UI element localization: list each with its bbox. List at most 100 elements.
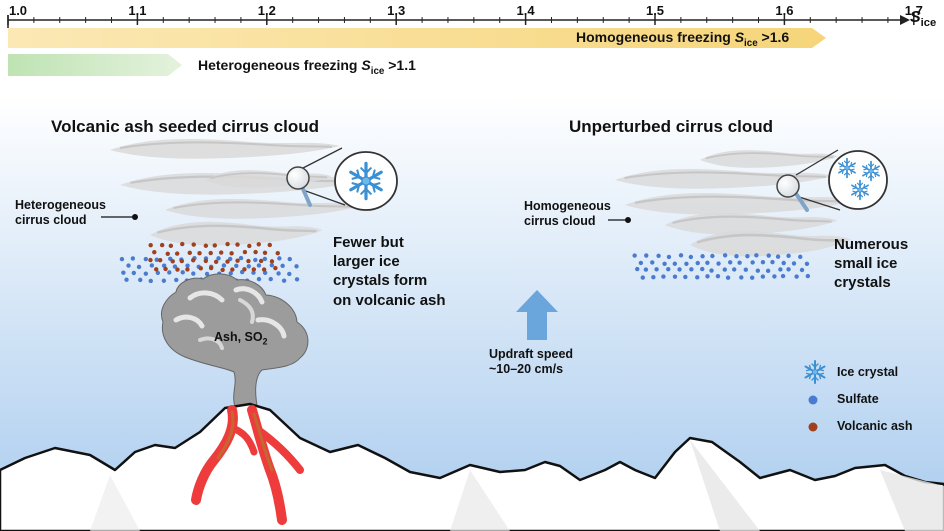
- lava-flow: [191, 405, 304, 525]
- right-sulfate-particles: [632, 253, 811, 280]
- sulfate-particle: [778, 267, 783, 272]
- sulfate-particle: [256, 263, 262, 268]
- sulfate-particle: [644, 253, 649, 258]
- sulfate-particle: [791, 261, 797, 266]
- ash-particle: [242, 249, 248, 255]
- left-panel-title: Volcanic ash seeded cirrus cloud: [51, 117, 320, 136]
- sulfate-particle: [280, 263, 285, 269]
- sulfate-particle: [688, 254, 694, 260]
- sulfate-particle: [638, 260, 644, 266]
- sulfate-particle: [770, 259, 775, 265]
- ash-particle: [212, 243, 218, 248]
- sulfate-particle: [749, 275, 755, 280]
- ash-particle: [203, 258, 209, 264]
- ash-particle: [208, 265, 214, 271]
- sulfate-particle: [281, 278, 287, 283]
- ash-particle: [256, 242, 261, 247]
- axis-tick-label: 1.1: [128, 3, 147, 18]
- sulfate-particle: [722, 253, 728, 258]
- sulfate-particle: [119, 256, 125, 262]
- sulfate-particle: [695, 260, 700, 266]
- sulfate-particle: [710, 253, 715, 259]
- mountain-range: [0, 402, 944, 531]
- sulfate-particle: [294, 277, 300, 282]
- sulfate-particle: [124, 277, 129, 282]
- ash-particle: [235, 258, 240, 263]
- left-ash-particles: [148, 241, 280, 273]
- ash-particle: [258, 258, 264, 264]
- sulfate-particle: [251, 270, 256, 275]
- supersaturation-axis: [7, 15, 915, 28]
- sulfate-particle: [745, 254, 750, 259]
- ash-particle: [153, 267, 159, 272]
- sulfate-particle: [666, 254, 672, 260]
- sulfate-particle: [804, 261, 810, 266]
- ash-particle: [180, 241, 185, 247]
- sulfate-particle: [672, 274, 678, 279]
- ash-particle: [251, 267, 257, 272]
- ash-particle: [213, 259, 219, 265]
- ash-particle: [191, 258, 196, 263]
- ash-particle: [247, 243, 252, 249]
- sulfate-particle: [234, 263, 239, 269]
- ash-particle: [203, 243, 209, 248]
- legend-volcanic-ash: Volcanic ash: [837, 419, 913, 433]
- ash-particle: [253, 249, 258, 255]
- ash-particle: [158, 257, 163, 263]
- sulfate-particle: [262, 256, 268, 262]
- sulfate-particle: [138, 277, 143, 283]
- ash-particle: [168, 243, 174, 248]
- homogeneous-freezing-bar: [8, 28, 826, 48]
- sulfate-particle: [732, 267, 737, 272]
- sulfate-particle: [654, 267, 659, 272]
- sulfate-particle: [640, 275, 645, 280]
- sulfate-particle: [786, 253, 791, 259]
- sulfate-particle: [739, 275, 744, 280]
- sulfate-particle: [775, 254, 781, 259]
- sulfate-particle: [725, 275, 731, 280]
- left-magnifier: [286, 147, 398, 211]
- sulfate-particle: [149, 263, 155, 268]
- ash-particle: [191, 242, 196, 247]
- sulfate-particle: [805, 273, 811, 279]
- sulfate-particle: [760, 274, 766, 279]
- sulfate-particle: [643, 267, 649, 272]
- sulfate-particle: [780, 273, 786, 279]
- sulfate-particle: [772, 274, 777, 279]
- sulfate-particle: [238, 255, 244, 261]
- sulfate-particle: [174, 277, 179, 283]
- sulfate-particle: [148, 278, 153, 284]
- axis-tick-label: 1.6: [775, 3, 794, 18]
- ash-particle: [235, 242, 240, 247]
- axis-tick-label: 1.0: [8, 3, 28, 18]
- sulfate-particle: [766, 253, 771, 258]
- sulfate-particle: [716, 261, 721, 266]
- sulfate-particle: [709, 268, 714, 273]
- sulfate-particle: [722, 267, 727, 272]
- sulfate-particle: [798, 254, 803, 260]
- sulfate-particle: [277, 256, 282, 261]
- volcanic-plume: [161, 273, 309, 411]
- sulfate-particle: [221, 263, 227, 268]
- sulfate-particle: [253, 257, 258, 263]
- sulfate-particle: [705, 274, 710, 279]
- sulfate-particle: [268, 276, 273, 282]
- sulfate-particle: [799, 267, 805, 273]
- axis-tick-label: 1.5: [645, 3, 665, 18]
- sulfate-particle: [161, 278, 167, 283]
- right-cloud-pointer: [608, 217, 631, 223]
- sulfate-particle: [216, 256, 221, 261]
- ash-particle: [163, 266, 168, 272]
- sulfate-particle: [672, 261, 678, 266]
- axis-tick-label: 1.7: [904, 3, 923, 18]
- left-cloud-pointer: [101, 214, 138, 220]
- sulfate-particle: [683, 274, 688, 280]
- ash-particle: [175, 267, 180, 272]
- sulfate-particle: [167, 270, 172, 275]
- sulfate-particle: [632, 253, 637, 258]
- ash-particle: [152, 249, 157, 255]
